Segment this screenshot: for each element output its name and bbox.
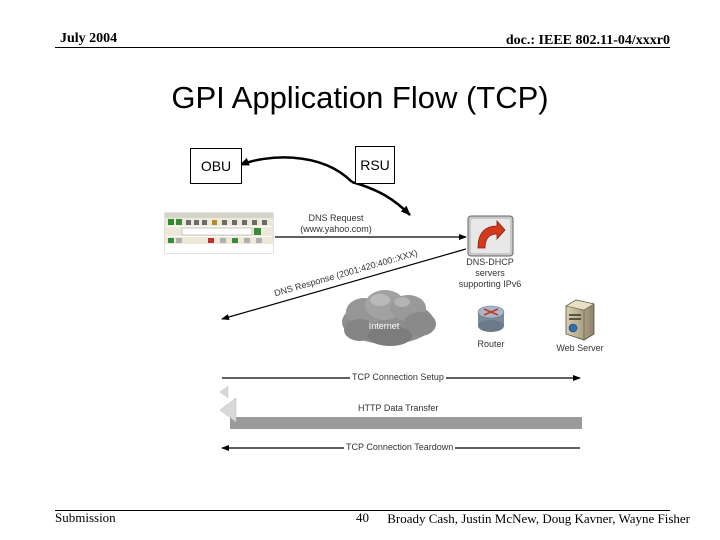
- dns-request-url: (www.yahoo.com): [300, 224, 372, 234]
- dns-dhcp-server-icon: [467, 215, 514, 257]
- header-rule: [55, 47, 670, 48]
- web-server-label: Web Server: [556, 343, 604, 353]
- footer-submission: Submission: [55, 510, 116, 525]
- obu-label: OBU: [200, 158, 232, 174]
- dns-server-label-line1: DNS-DHCP servers: [466, 257, 514, 278]
- rsu-to-dns-arrow: [351, 180, 411, 216]
- slide-title: GPI Application Flow (TCP): [171, 80, 549, 115]
- dns-server-label: DNS-DHCP servers supporting IPv6: [452, 257, 528, 290]
- footer-authors: Broady Cash, Justin McNew, Doug Kavner, …: [387, 511, 690, 526]
- header-doc-id: doc.: IEEE 802.11-04/xxxr0: [505, 33, 670, 48]
- browser-window-image: [164, 212, 274, 254]
- dns-response-arrow: [221, 248, 467, 320]
- dns-request-label: DNS Request (www.yahoo.com): [297, 213, 375, 235]
- obu-rsu-link-arrow: [239, 156, 353, 183]
- rsu-label: RSU: [360, 157, 390, 173]
- obu-box: OBU: [190, 148, 242, 184]
- tcp-setup-label: TCP Connection Setup: [350, 372, 446, 382]
- footer-page-number: 40: [356, 510, 369, 525]
- dns-request-text: DNS Request: [308, 213, 364, 223]
- http-transfer-label: HTTP Data Transfer: [356, 403, 441, 413]
- internet-cloud-icon: [342, 290, 436, 346]
- rsu-box: RSU: [355, 146, 395, 184]
- footer-rule: [55, 510, 670, 511]
- dns-server-label-line2: supporting IPv6: [458, 279, 522, 289]
- tcp-teardown-label: TCP Connection Teardown: [344, 442, 456, 452]
- http-transfer-bar: [219, 385, 582, 429]
- internet-label: Internet: [368, 321, 400, 331]
- web-server-icon: [565, 299, 595, 341]
- header-date: July 2004: [60, 31, 118, 46]
- router-icon: [477, 305, 505, 332]
- router-label: Router: [477, 339, 505, 349]
